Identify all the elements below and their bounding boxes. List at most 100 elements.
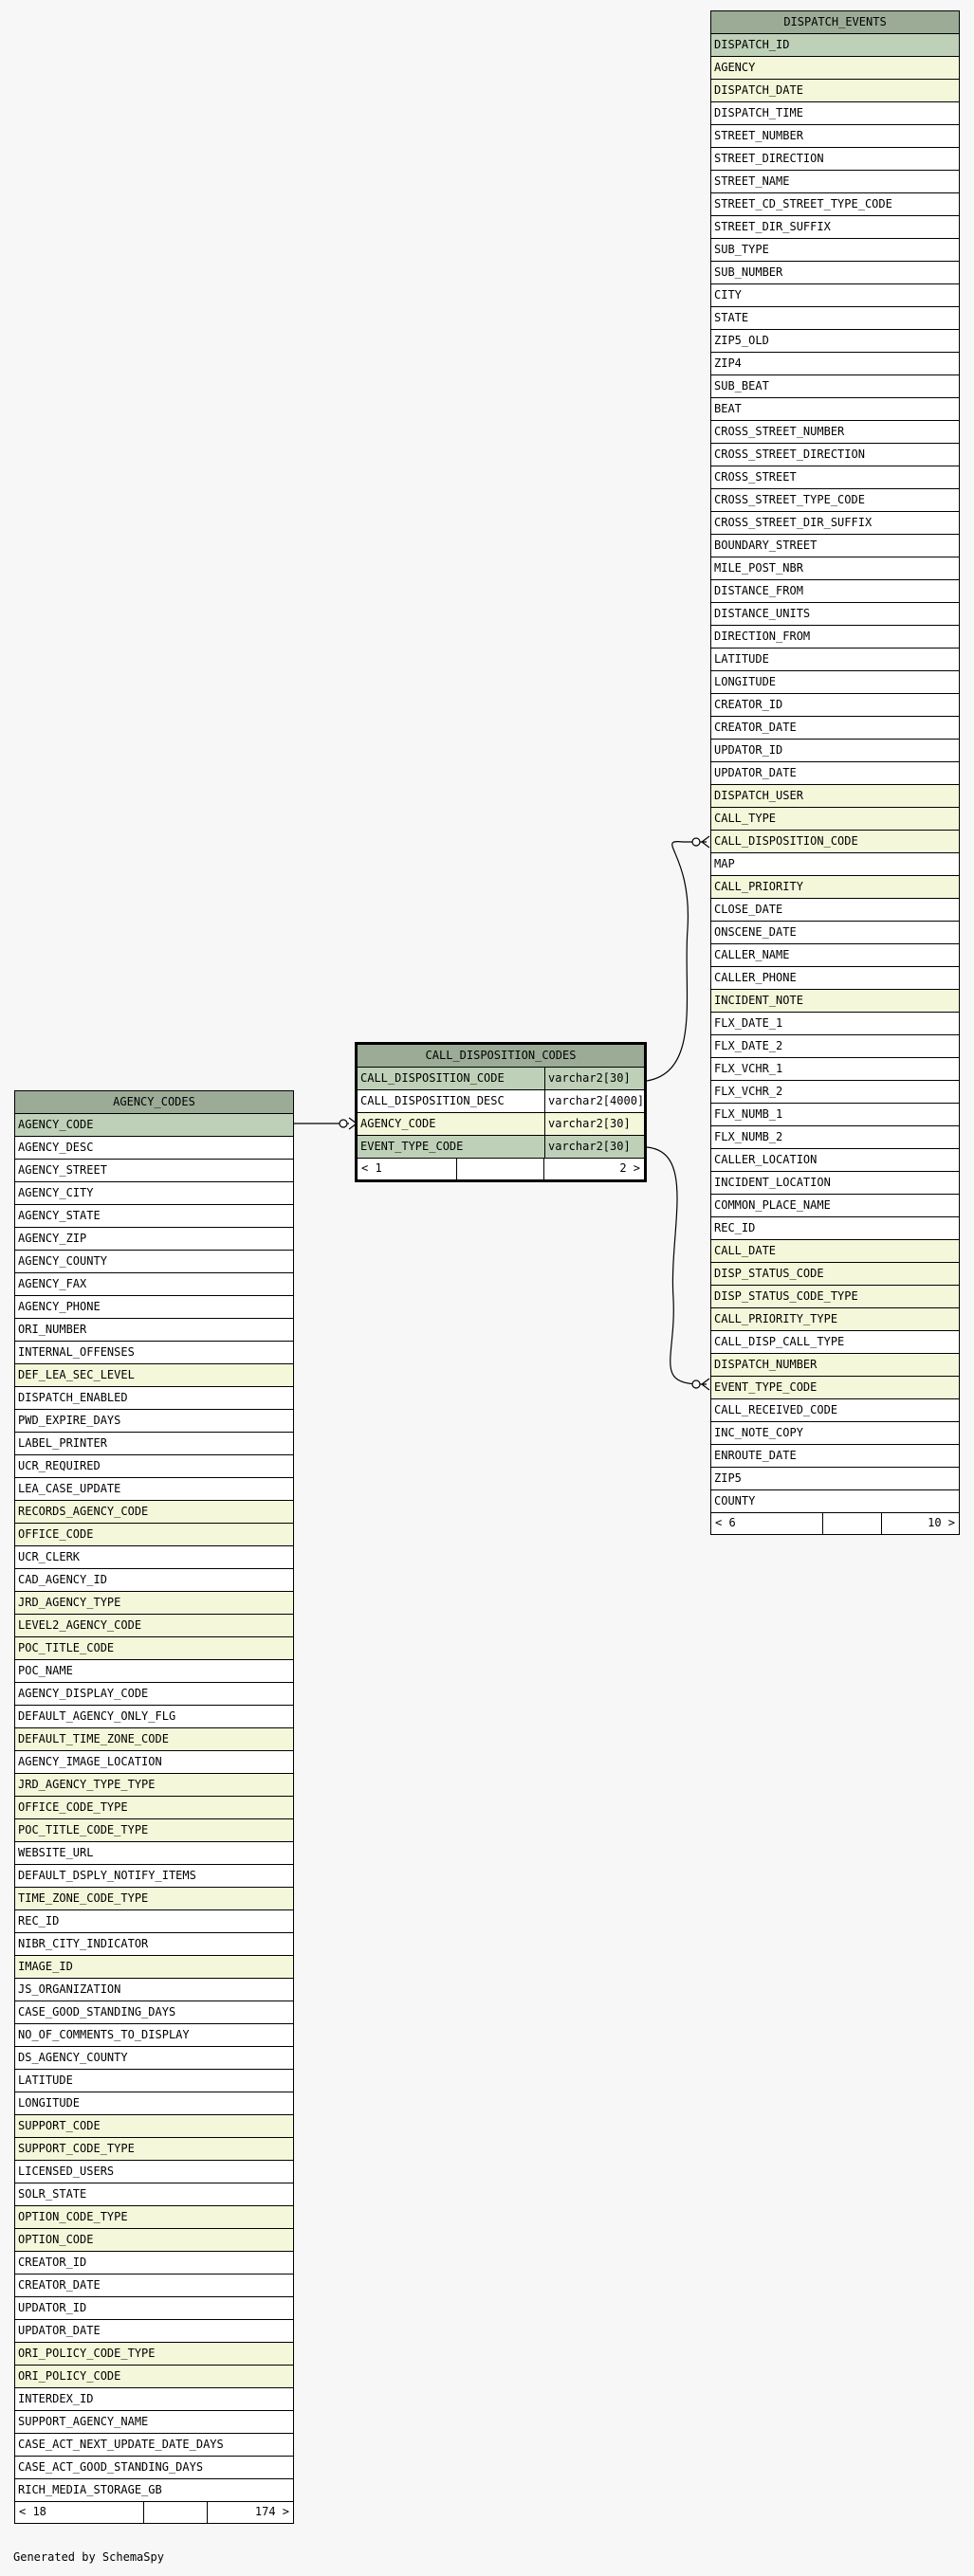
column-row-disp-status-code[interactable]: DISP_STATUS_CODE [711, 1263, 959, 1286]
column-row-label-printer[interactable]: LABEL_PRINTER [15, 1433, 293, 1455]
table-title[interactable]: CALL_DISPOSITION_CODES [358, 1045, 644, 1068]
column-row-agency[interactable]: AGENCY [711, 57, 959, 80]
column-row-ori-policy-code-type[interactable]: ORI_POLICY_CODE_TYPE [15, 2343, 293, 2366]
column-row-updator-date[interactable]: UPDATOR_DATE [15, 2320, 293, 2343]
table-title[interactable]: DISPATCH_EVENTS [711, 11, 959, 34]
column-row-support-code-type[interactable]: SUPPORT_CODE_TYPE [15, 2138, 293, 2161]
column-row-solr-state[interactable]: SOLR_STATE [15, 2183, 293, 2206]
column-row-common-place-name[interactable]: COMMON_PLACE_NAME [711, 1195, 959, 1217]
column-row-rec-id[interactable]: REC_ID [711, 1217, 959, 1240]
column-row-street-number[interactable]: STREET_NUMBER [711, 125, 959, 148]
column-row-dispatch-number[interactable]: DISPATCH_NUMBER [711, 1354, 959, 1377]
column-row-boundary-street[interactable]: BOUNDARY_STREET [711, 535, 959, 557]
column-row-street-direction[interactable]: STREET_DIRECTION [711, 148, 959, 171]
column-row-dispatch-enabled[interactable]: DISPATCH_ENABLED [15, 1387, 293, 1410]
parent-count[interactable]: < 6 [715, 1516, 736, 1529]
parent-count[interactable]: < 18 [19, 2505, 46, 2518]
column-row-call-received-code[interactable]: CALL_RECEIVED_CODE [711, 1399, 959, 1422]
column-row-records-agency-code[interactable]: RECORDS_AGENCY_CODE [15, 1501, 293, 1524]
table-title[interactable]: AGENCY_CODES [15, 1091, 293, 1114]
column-row-poc-title-code[interactable]: POC_TITLE_CODE [15, 1637, 293, 1660]
column-row-flx-numb-1[interactable]: FLX_NUMB_1 [711, 1104, 959, 1126]
column-row-event-type-code[interactable]: EVENT_TYPE_CODE [711, 1377, 959, 1399]
column-row-disp-status-code-type[interactable]: DISP_STATUS_CODE_TYPE [711, 1286, 959, 1308]
column-row-state[interactable]: STATE [711, 307, 959, 330]
column-row-case-good-standing-days[interactable]: CASE_GOOD_STANDING_DAYS [15, 2001, 293, 2024]
column-row-case-act-good-standing-days[interactable]: CASE_ACT_GOOD_STANDING_DAYS [15, 2457, 293, 2479]
column-row-default-agency-only-flg[interactable]: DEFAULT_AGENCY_ONLY_FLG [15, 1706, 293, 1728]
column-row-cross-street-direction[interactable]: CROSS_STREET_DIRECTION [711, 444, 959, 466]
column-row-agency-desc[interactable]: AGENCY_DESC [15, 1137, 293, 1160]
column-row-dispatch-date[interactable]: DISPATCH_DATE [711, 80, 959, 102]
parent-count[interactable]: < 1 [361, 1161, 382, 1175]
column-row-default-time-zone-code[interactable]: DEFAULT_TIME_ZONE_CODE [15, 1728, 293, 1751]
column-row-county[interactable]: COUNTY [711, 1490, 959, 1513]
column-row-jrd-agency-type[interactable]: JRD_AGENCY_TYPE [15, 1592, 293, 1615]
column-row-latitude[interactable]: LATITUDE [15, 2070, 293, 2092]
column-row-map[interactable]: MAP [711, 853, 959, 876]
column-row-rich-media-storage-gb[interactable]: RICH_MEDIA_STORAGE_GB [15, 2479, 293, 2502]
column-row-call-priority[interactable]: CALL_PRIORITY [711, 876, 959, 899]
column-row-ds-agency-county[interactable]: DS_AGENCY_COUNTY [15, 2047, 293, 2070]
column-row-rec-id[interactable]: REC_ID [15, 1910, 293, 1933]
column-row-sub-beat[interactable]: SUB_BEAT [711, 375, 959, 398]
child-count[interactable]: 2 > [543, 1159, 644, 1179]
column-row-agency-fax[interactable]: AGENCY_FAX [15, 1273, 293, 1296]
column-row-street-dir-suffix[interactable]: STREET_DIR_SUFFIX [711, 216, 959, 239]
column-row-zip4[interactable]: ZIP4 [711, 353, 959, 375]
column-row-creator-id[interactable]: CREATOR_ID [15, 2252, 293, 2275]
column-row-mile-post-nbr[interactable]: MILE_POST_NBR [711, 557, 959, 580]
column-row-incident-note[interactable]: INCIDENT_NOTE [711, 990, 959, 1013]
column-row-poc-name[interactable]: POC_NAME [15, 1660, 293, 1683]
column-row-latitude[interactable]: LATITUDE [711, 649, 959, 671]
column-row-js-organization[interactable]: JS_ORGANIZATION [15, 1979, 293, 2001]
column-row-distance-from[interactable]: DISTANCE_FROM [711, 580, 959, 603]
column-row-call-disp-call-type[interactable]: CALL_DISP_CALL_TYPE [711, 1331, 959, 1354]
column-row-caller-phone[interactable]: CALLER_PHONE [711, 967, 959, 990]
column-row-poc-title-code-type[interactable]: POC_TITLE_CODE_TYPE [15, 1819, 293, 1842]
column-row-def-lea-sec-level[interactable]: DEF_LEA_SEC_LEVEL [15, 1364, 293, 1387]
column-row-case-act-next-update-date-days[interactable]: CASE_ACT_NEXT_UPDATE_DATE_DAYS [15, 2434, 293, 2457]
column-row-cross-street-dir-suffix[interactable]: CROSS_STREET_DIR_SUFFIX [711, 512, 959, 535]
column-row-website-url[interactable]: WEBSITE_URL [15, 1842, 293, 1865]
column-row-close-date[interactable]: CLOSE_DATE [711, 899, 959, 922]
column-row-ori-policy-code[interactable]: ORI_POLICY_CODE [15, 2366, 293, 2388]
column-row-flx-date-2[interactable]: FLX_DATE_2 [711, 1035, 959, 1058]
column-row-agency-phone[interactable]: AGENCY_PHONE [15, 1296, 293, 1319]
column-row-flx-vchr-2[interactable]: FLX_VCHR_2 [711, 1081, 959, 1104]
column-row-zip5-old[interactable]: ZIP5_OLD [711, 330, 959, 353]
column-row-sub-type[interactable]: SUB_TYPE [711, 239, 959, 262]
column-row-agency-zip[interactable]: AGENCY_ZIP [15, 1228, 293, 1251]
column-row-cad-agency-id[interactable]: CAD_AGENCY_ID [15, 1569, 293, 1592]
column-row-pwd-expire-days[interactable]: PWD_EXPIRE_DAYS [15, 1410, 293, 1433]
column-row-agency-display-code[interactable]: AGENCY_DISPLAY_CODE [15, 1683, 293, 1706]
column-row-longitude[interactable]: LONGITUDE [15, 2092, 293, 2115]
column-row-updator-id[interactable]: UPDATOR_ID [15, 2297, 293, 2320]
column-row-caller-name[interactable]: CALLER_NAME [711, 944, 959, 967]
column-row-flx-date-1[interactable]: FLX_DATE_1 [711, 1013, 959, 1035]
column-row-direction-from[interactable]: DIRECTION_FROM [711, 626, 959, 649]
column-row-zip5[interactable]: ZIP5 [711, 1468, 959, 1490]
column-row-updator-id[interactable]: UPDATOR_ID [711, 740, 959, 762]
column-row-caller-location[interactable]: CALLER_LOCATION [711, 1149, 959, 1172]
column-row-call-date[interactable]: CALL_DATE [711, 1240, 959, 1263]
column-row-default-dsply-notify-items[interactable]: DEFAULT_DSPLY_NOTIFY_ITEMS [15, 1865, 293, 1888]
column-row-agency-code[interactable]: AGENCY_CODE [15, 1114, 293, 1137]
column-row-creator-date[interactable]: CREATOR_DATE [711, 717, 959, 740]
column-row-updator-date[interactable]: UPDATOR_DATE [711, 762, 959, 785]
column-row-dispatch-id[interactable]: DISPATCH_ID [711, 34, 959, 57]
column-row-support-code[interactable]: SUPPORT_CODE [15, 2115, 293, 2138]
column-row-call-disposition-code[interactable]: CALL_DISPOSITION_CODE [711, 831, 959, 853]
column-row-city[interactable]: CITY [711, 284, 959, 307]
column-row-creator-id[interactable]: CREATOR_ID [711, 694, 959, 717]
column-row-lea-case-update[interactable]: LEA_CASE_UPDATE [15, 1478, 293, 1501]
column-row-agency-county[interactable]: AGENCY_COUNTY [15, 1251, 293, 1273]
column-row-office-code[interactable]: OFFICE_CODE [15, 1524, 293, 1546]
column-row-agency-street[interactable]: AGENCY_STREET [15, 1160, 293, 1182]
child-count[interactable]: 174 > [207, 2502, 293, 2523]
column-row-longitude[interactable]: LONGITUDE [711, 671, 959, 694]
